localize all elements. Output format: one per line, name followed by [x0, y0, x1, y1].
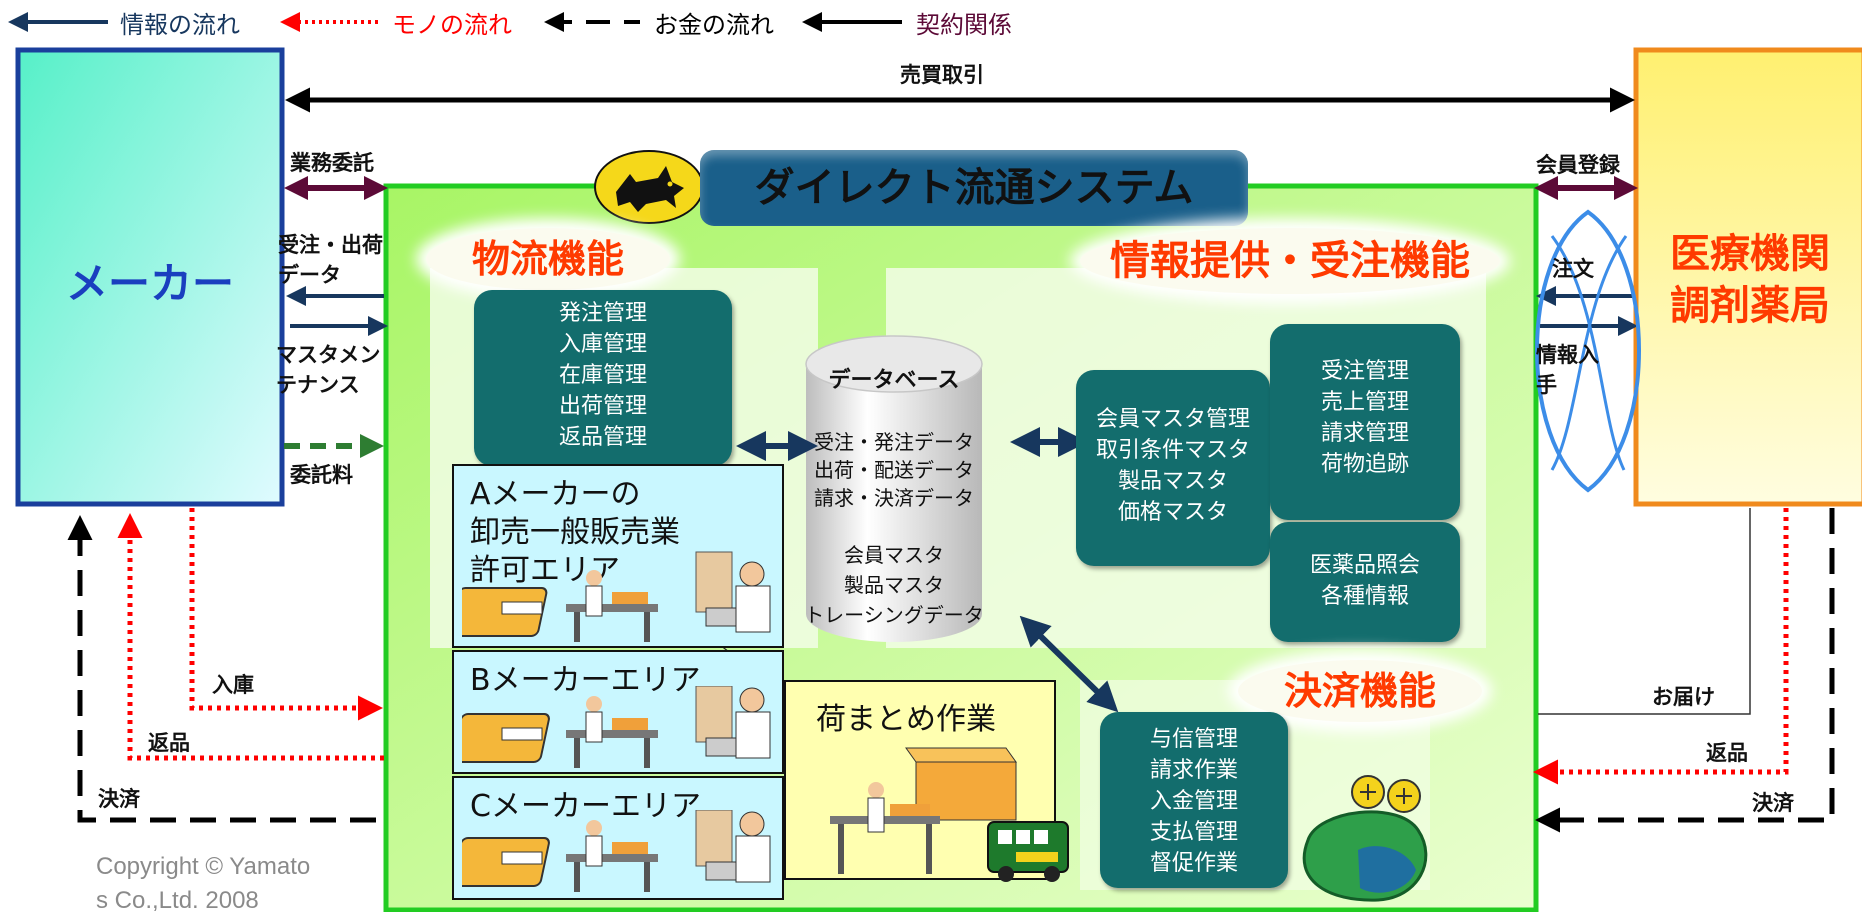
info-order-item: 受注管理 [1320, 359, 1409, 384]
logistics-title: 物流機能 [426, 228, 670, 290]
worker-scene-c-icon [462, 810, 771, 892]
outsourcing-label: 業務委託 [290, 151, 374, 175]
info-order-item: 荷物追跡 [1320, 452, 1409, 477]
drug-info-item: 医薬品照会 [1309, 553, 1420, 578]
settlement-item: 入金管理 [1149, 789, 1238, 814]
database-cylinder [806, 364, 982, 642]
packing-scene-icon [830, 747, 1069, 882]
membership-label: 会員登録 [1536, 153, 1620, 177]
info-master-item: 会員マスタ管理 [1095, 407, 1250, 432]
settlement-label-left: 決済 [98, 787, 140, 811]
medical-box [1633, 47, 1862, 507]
info-master-item: 製品マスタ [1117, 469, 1228, 494]
maker-title: メーカー [65, 259, 234, 308]
legend-money-label: お金の流れ [654, 11, 774, 39]
settlement-flow-left [67, 515, 376, 823]
copyright-line2: s Co.,Ltd. 2008 [96, 887, 259, 914]
worker-scene-a-icon [462, 551, 771, 642]
logistics-item: 返品管理 [558, 425, 647, 450]
info-order-item: 請求管理 [1320, 421, 1409, 446]
area-c-label: Cメーカーエリア [470, 789, 701, 824]
database-item: 出荷・配送データ [814, 458, 974, 482]
settlement-list: 与信管理 請求作業 入金管理 支払管理 督促作業 [1100, 712, 1288, 888]
returns-label-right: 返品 [1706, 741, 1748, 765]
packing-title: 荷まとめ作業 [816, 702, 996, 737]
returns-label-left: 返品 [148, 731, 190, 755]
copyright-line1: Copyright © Yamato [96, 853, 311, 880]
order-data-label-2: データ [278, 263, 341, 287]
delivery-flow [1538, 508, 1751, 715]
maker-box [15, 47, 285, 507]
info-function-title: 情報提供・受注機能 [1080, 228, 1500, 294]
trade-label: 売買取引 [900, 63, 984, 87]
database-data-list: 受注・発注データ 出荷・配送データ 請求・決済データ [806, 428, 982, 512]
area-b-label: Bメーカーエリア [470, 663, 701, 698]
info-master-item: 価格マスタ [1117, 500, 1228, 525]
area-a-line2: 卸売一般販売業 [470, 515, 680, 550]
medical-title-line2: 調剤薬局 [1670, 283, 1830, 329]
member-swirl [1535, 209, 1641, 493]
settlement-flow-right [1535, 508, 1835, 833]
delivery-label: お届け [1652, 685, 1715, 709]
database-item: 受注・発注データ [814, 430, 974, 454]
logistics-list: 発注管理 入庫管理 在庫管理 出荷管理 返品管理 [474, 290, 732, 466]
receiving-flow [189, 508, 383, 721]
info-order-item: 売上管理 [1320, 390, 1409, 415]
settlement-item: 請求作業 [1149, 758, 1238, 783]
info-label-2: 手 [1536, 373, 1557, 397]
settlement-label-right: 決済 [1752, 791, 1794, 815]
receiving-label: 入庫 [212, 673, 254, 697]
returns-flow-left [117, 513, 384, 761]
info-label-1: 情報入 [1536, 343, 1599, 367]
legend-info-label: 情報の流れ [120, 11, 240, 39]
medical-title: 医療機関 調剤薬局 [1636, 228, 1862, 332]
order-label: 注文 [1552, 257, 1594, 281]
settlement-item: 督促作業 [1149, 851, 1238, 876]
money-bag-icon [1302, 775, 1428, 902]
copyright: Copyright © Yamato s Co.,Ltd. 2008 [96, 850, 310, 918]
database-title: データベース [828, 368, 960, 393]
worker-scene-b-icon [462, 686, 771, 768]
legend-contract-label: 契約関係 [916, 11, 1012, 39]
system-title: ダイレクト流通システム [700, 150, 1248, 226]
master-label-2: テナンス [276, 373, 360, 397]
yamato-cat-logo-icon [594, 150, 704, 224]
medical-title-line1: 医療機関 [1670, 231, 1830, 277]
info-masters-list: 会員マスタ管理 取引条件マスタ 製品マスタ 価格マスタ [1076, 370, 1270, 566]
order-data-label-1: 受注・出荷 [278, 233, 383, 257]
settlement-item: 与信管理 [1149, 727, 1238, 752]
logistics-item: 出荷管理 [558, 394, 647, 419]
settlement-function-title: 決済機能 [1238, 660, 1482, 722]
area-a-line1: Aメーカーの [470, 477, 641, 512]
info-master-item: 取引条件マスタ [1095, 438, 1250, 463]
settlement-db-arrow [1019, 615, 1119, 713]
master-label-1: マスタメン [276, 343, 381, 367]
logistics-item: 発注管理 [558, 301, 647, 326]
fee-label: 委託料 [290, 463, 353, 487]
database-item: トレーシングデータ [804, 603, 984, 627]
returns-flow-right [1533, 508, 1789, 785]
settlement-item: 支払管理 [1149, 820, 1238, 845]
legend-goods-label: モノの流れ [392, 11, 512, 39]
drug-info-box: 医薬品照会 各種情報 [1270, 522, 1460, 642]
database-item: 会員マスタ [844, 543, 944, 567]
logistics-item: 入庫管理 [558, 332, 647, 357]
info-orders-list: 受注管理 売上管理 請求管理 荷物追跡 [1270, 324, 1460, 520]
database-item: 請求・決済データ [814, 486, 974, 510]
logistics-item: 在庫管理 [558, 363, 647, 388]
drug-info-item: 各種情報 [1320, 584, 1409, 609]
database-item: 製品マスタ [844, 573, 944, 597]
database-master-list: 会員マスタ 製品マスタ トレーシングデータ [800, 540, 988, 630]
